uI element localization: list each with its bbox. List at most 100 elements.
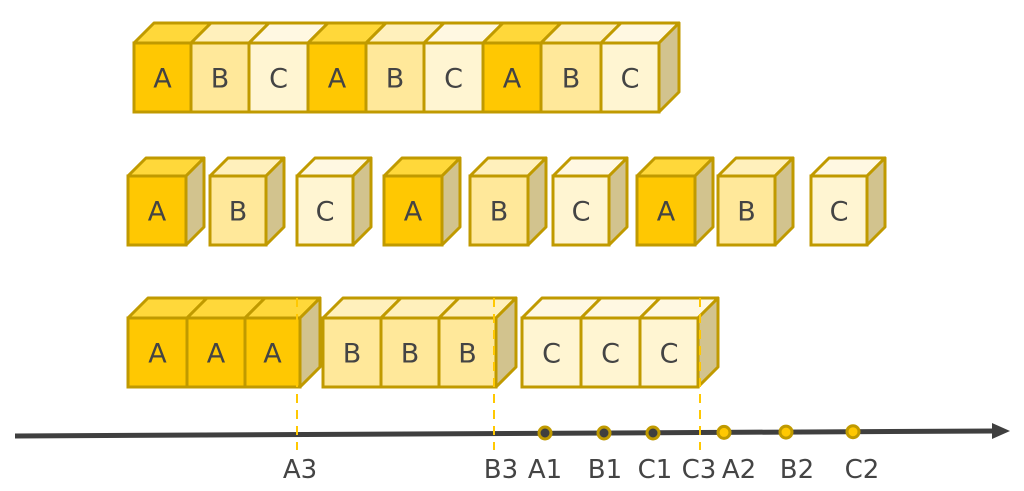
- cube-A: A: [185, 296, 267, 389]
- cube-C: C: [579, 296, 662, 389]
- cube-label: A: [657, 197, 676, 228]
- cube-label: A: [148, 197, 167, 228]
- cube-label: A: [404, 197, 423, 228]
- axis-label: C2: [845, 455, 880, 485]
- cube-front-face: [809, 174, 869, 247]
- yellow-dot-marker: [778, 424, 794, 440]
- cube-C: C: [809, 156, 887, 247]
- axis-label: C3: [682, 455, 717, 485]
- cube-A: A: [382, 156, 462, 247]
- cube-front-face: [468, 174, 530, 247]
- axis-marker-a3: A3: [283, 298, 317, 485]
- axis-label: B1: [588, 455, 622, 485]
- axis-marker-b3: B3: [484, 298, 518, 485]
- axis-marker-b1: B1: [588, 425, 622, 485]
- cube-A: A: [306, 21, 388, 114]
- cube-label: C: [601, 339, 620, 370]
- cube-front-face: [379, 316, 441, 389]
- cube-label: B: [737, 197, 756, 228]
- cube-A: A: [481, 21, 563, 114]
- cube-label: A: [328, 64, 347, 95]
- axis-label: B3: [484, 455, 518, 485]
- cube-front-face: [551, 174, 611, 247]
- cube-front-face: [208, 174, 268, 247]
- cube-label: C: [542, 339, 561, 370]
- cube-label: C: [444, 64, 463, 95]
- cube-label: A: [153, 64, 172, 95]
- cube-front-face: [321, 316, 383, 389]
- cube-B: B: [208, 156, 286, 247]
- cube-front-face: [437, 316, 498, 389]
- cube-label: C: [830, 197, 849, 228]
- cube-C: C: [551, 156, 629, 247]
- cube-front-face: [638, 316, 700, 389]
- cube-B: B: [189, 21, 271, 114]
- cube-C: C: [638, 296, 720, 389]
- cube-front-face: [579, 316, 642, 389]
- cube-label: A: [148, 339, 167, 370]
- cube-C: C: [295, 156, 373, 247]
- cube-label: A: [207, 339, 226, 370]
- cube-label: C: [660, 339, 679, 370]
- cube-C: C: [599, 21, 681, 114]
- cube-front-face: [539, 41, 603, 114]
- cube-front-face: [126, 316, 189, 389]
- cube-C: C: [247, 21, 330, 114]
- cube-front-face: [382, 174, 444, 247]
- cube-label: C: [316, 197, 335, 228]
- cube-label: B: [458, 339, 477, 370]
- axis-marker-b2: B2: [778, 424, 814, 485]
- cube-label: B: [386, 64, 405, 95]
- cube-A: A: [243, 296, 322, 389]
- cube-label: B: [490, 197, 509, 228]
- cube-front-face: [243, 316, 302, 389]
- axis-marker-c3: C3: [682, 298, 717, 485]
- axis-marker-c1: C1: [638, 425, 673, 485]
- axis-label: C1: [638, 455, 673, 485]
- cube-C: C: [520, 296, 603, 389]
- cube-B: B: [716, 156, 795, 247]
- cube-front-face: [635, 174, 697, 247]
- cube-label: B: [343, 339, 362, 370]
- axis-label: B2: [780, 455, 814, 485]
- cube-front-face: [599, 41, 661, 114]
- cube-label: C: [621, 64, 640, 95]
- cube-B: B: [379, 296, 461, 389]
- axis-marker-c2: C2: [845, 424, 880, 485]
- cube-label: A: [263, 339, 282, 370]
- yellow-dot-marker: [716, 424, 732, 440]
- cube-B: B: [437, 296, 518, 389]
- dark-dot-marker: [537, 425, 553, 441]
- cube-front-face: [185, 316, 247, 389]
- yellow-dot-marker: [845, 424, 861, 440]
- cube-front-face: [295, 174, 355, 247]
- axis-label: A3: [283, 455, 317, 485]
- cube-label: A: [503, 64, 522, 95]
- cube-label: C: [269, 64, 288, 95]
- cube-front-face: [126, 174, 188, 247]
- cube-B: B: [468, 156, 548, 247]
- cube-front-face: [247, 41, 310, 114]
- cube-front-face: [306, 41, 368, 114]
- cube-B: B: [539, 21, 623, 114]
- axis-marker-a2: A2: [716, 424, 756, 485]
- cube-label: B: [562, 64, 581, 95]
- cube-A: A: [635, 156, 715, 247]
- axis-line: [14, 428, 996, 439]
- arrow-head-icon: [992, 423, 1010, 439]
- dark-dot-marker: [645, 425, 661, 441]
- cube-label: C: [572, 197, 591, 228]
- cube-label: B: [401, 339, 420, 370]
- axis-label: A2: [722, 455, 756, 485]
- cube-label: B: [229, 197, 248, 228]
- cube-A: A: [126, 156, 206, 247]
- axis-label: A1: [528, 455, 562, 485]
- axis-marker-a1: A1: [528, 425, 562, 485]
- dark-dot-marker: [596, 425, 612, 441]
- cube-front-face: [716, 174, 777, 247]
